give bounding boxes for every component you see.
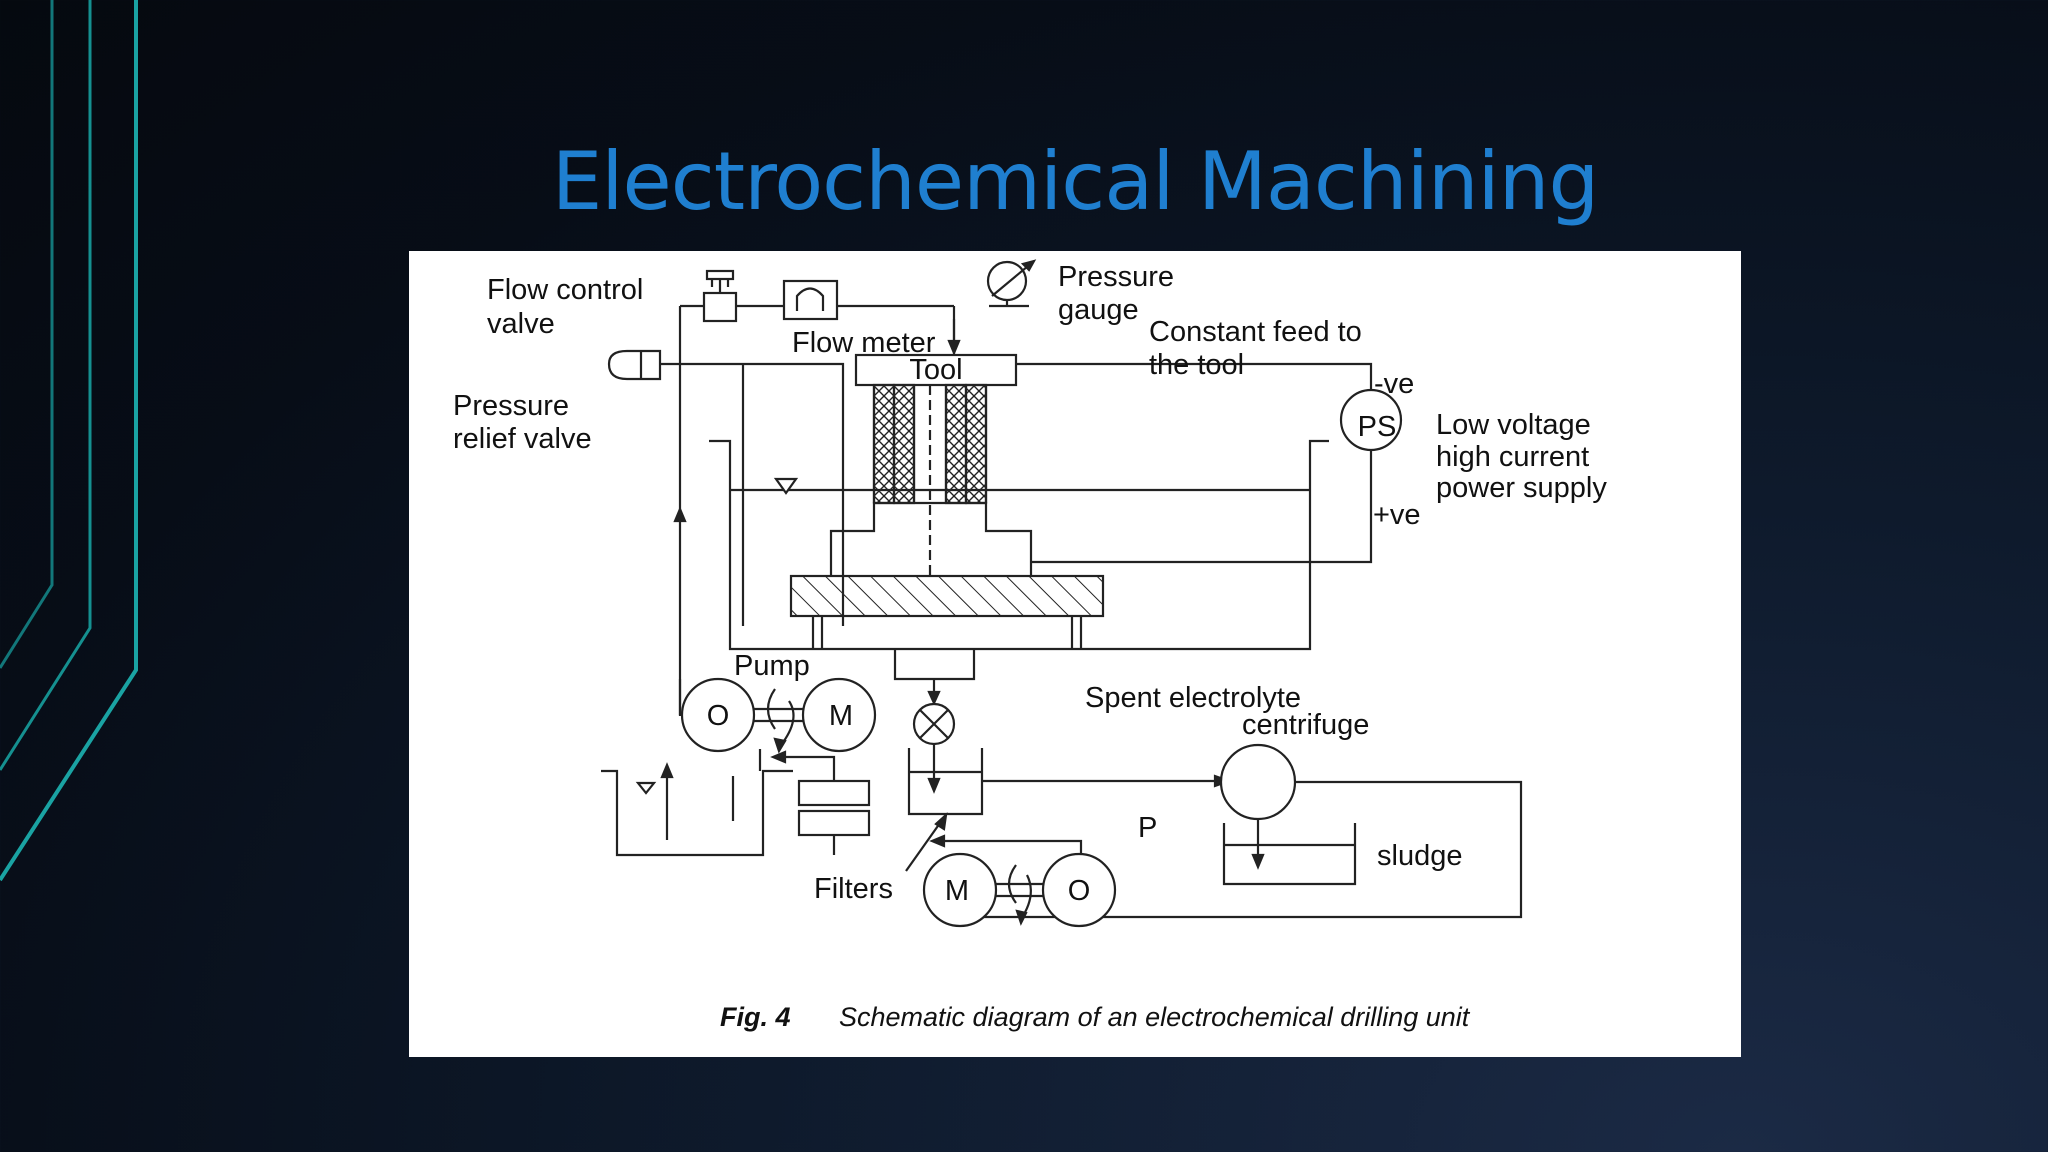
label-pump: Pump [734, 650, 810, 682]
slide-title: Electrochemical Machining [551, 135, 1600, 228]
label-filters: Filters [814, 873, 893, 905]
centrifuge-unit [952, 743, 1523, 919]
label-spent-electrolyte: Spent electrolyte [1085, 682, 1301, 714]
label-flow-meter: Flow meter [792, 327, 936, 359]
label-pump2-o: O [1068, 875, 1091, 907]
label-pump2-m: M [945, 875, 969, 907]
filters-icon [770, 750, 871, 855]
feed-arrow [947, 319, 961, 356]
label-pressure-relief-2: relief valve [453, 423, 592, 455]
label-pressure-relief: Pressure [453, 390, 569, 422]
pressure-relief-valve-icon [607, 349, 662, 381]
tool-assembly [854, 353, 1018, 576]
flow-meter-icon [782, 279, 839, 321]
label-sludge: sludge [1377, 840, 1462, 872]
label-constant-feed: Constant feed to [1149, 316, 1362, 348]
label-pressure-gauge: Pressure [1058, 261, 1174, 293]
deco-line-3 [0, 0, 138, 882]
reservoir-tank [601, 749, 793, 857]
label-pump-o: O [707, 700, 730, 732]
power-supply-wiring [1016, 362, 1403, 564]
figure-caption-number: Fig. 4 [720, 1002, 791, 1032]
deco-line-1 [0, 0, 54, 669]
figure-caption-text: Schematic diagram of an electrochemical … [839, 1002, 1471, 1032]
deco-line-2 [0, 0, 92, 771]
pressure-gauge-icon [986, 259, 1037, 308]
flow-control-valve-icon [702, 269, 738, 323]
spent-electrolyte-unit [907, 702, 1233, 816]
label-ps: PS [1358, 411, 1397, 443]
decorative-lines [0, 0, 138, 882]
label-pump-m: M [829, 700, 853, 732]
label-power-supply: Low voltage [1436, 409, 1591, 441]
figure-panel: Flow control valve Flow meter Pressure g… [409, 251, 1741, 1057]
return-line [929, 834, 1083, 854]
pump-2 [905, 812, 1117, 928]
label-p: P [1138, 812, 1157, 844]
label-pressure-gauge-2: gauge [1058, 294, 1139, 326]
ecm-schematic-diagram: Flow control valve Flow meter Pressure g… [453, 259, 1607, 1032]
label-neg: -ve [1374, 368, 1414, 400]
label-power-supply-2: high current [1436, 441, 1589, 473]
pump-1 [673, 506, 877, 754]
label-centrifuge: centrifuge [1242, 709, 1369, 741]
power-supply-icon [1339, 388, 1403, 452]
label-tool: Tool [909, 354, 962, 386]
label-pos: +ve [1373, 499, 1421, 531]
label-constant-feed-2: the tool [1149, 349, 1244, 381]
electrolyte-tank [709, 364, 1329, 651]
workpiece-fixture [789, 501, 1105, 706]
label-power-supply-3: power supply [1436, 472, 1607, 504]
label-flow-control-valve: Flow control [487, 274, 643, 306]
label-flow-control-valve-2: valve [487, 308, 555, 340]
